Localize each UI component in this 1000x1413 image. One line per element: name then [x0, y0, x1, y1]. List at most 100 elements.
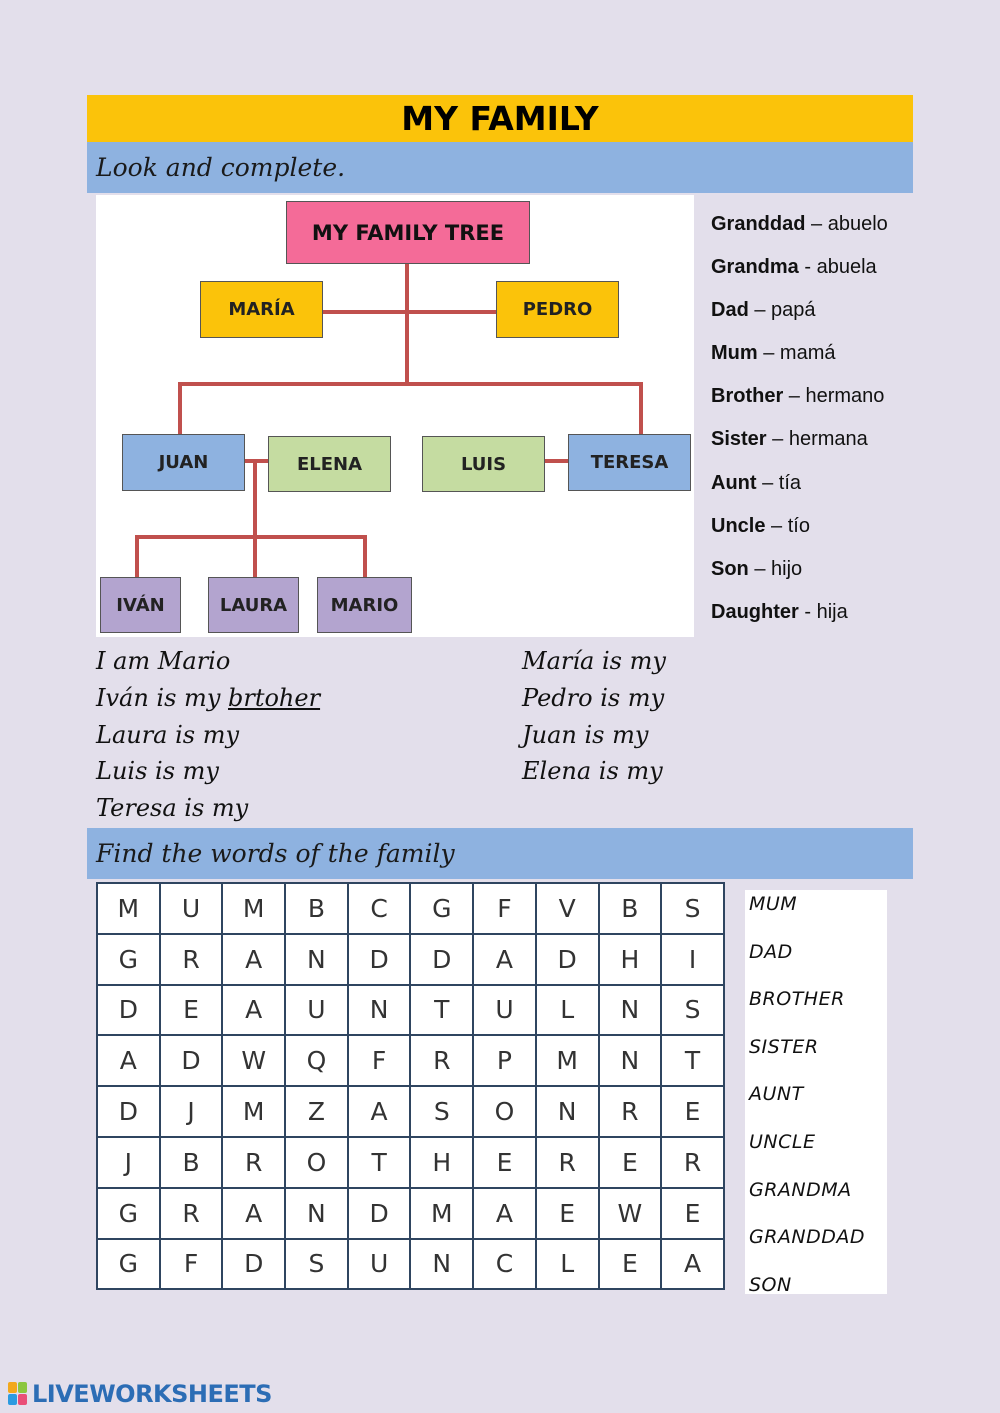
vocab-item: Dad – papá: [711, 299, 816, 322]
sentence: Laura is my: [96, 720, 240, 749]
grid-cell[interactable]: A: [221, 983, 287, 1037]
grid-cell[interactable]: D: [158, 1034, 224, 1088]
grid-cell[interactable]: D: [96, 983, 161, 1037]
grid-cell[interactable]: V: [534, 882, 600, 935]
grid-cell[interactable]: T: [346, 1135, 412, 1189]
grid-cell[interactable]: B: [284, 882, 349, 935]
grid-cell[interactable]: W: [597, 1186, 663, 1240]
grid-cell[interactable]: S: [660, 882, 725, 935]
grid-cell[interactable]: G: [96, 932, 161, 986]
word-list-item: BROTHER: [749, 988, 845, 1011]
vocab-item: Mum – mamá: [711, 342, 836, 365]
grid-cell[interactable]: U: [284, 983, 349, 1037]
grid-cell[interactable]: J: [96, 1135, 161, 1189]
grid-cell[interactable]: E: [158, 983, 224, 1037]
tree-node-pedro: PEDRO: [496, 281, 619, 338]
grid-cell[interactable]: G: [96, 1186, 161, 1240]
grid-cell[interactable]: G: [96, 1237, 161, 1291]
grid-cell[interactable]: A: [660, 1237, 725, 1291]
grid-cell[interactable]: L: [534, 983, 600, 1037]
grid-cell[interactable]: S: [409, 1085, 475, 1138]
grid-cell[interactable]: E: [472, 1135, 537, 1189]
grid-cell[interactable]: D: [96, 1085, 161, 1138]
grid-cell[interactable]: S: [284, 1237, 349, 1291]
grid-cell[interactable]: S: [660, 983, 725, 1037]
grid-cell[interactable]: A: [472, 932, 537, 986]
grid-cell[interactable]: B: [597, 882, 663, 935]
grid-cell[interactable]: R: [597, 1085, 663, 1138]
grid-cell[interactable]: U: [158, 882, 224, 935]
grid-cell[interactable]: N: [597, 1034, 663, 1088]
grid-cell[interactable]: D: [409, 932, 475, 986]
grid-cell[interactable]: I: [660, 932, 725, 986]
grid-cell[interactable]: E: [534, 1186, 600, 1240]
grid-cell[interactable]: Q: [284, 1034, 349, 1088]
grid-cell[interactable]: N: [284, 932, 349, 986]
grid-cell[interactable]: M: [409, 1186, 475, 1240]
grid-cell[interactable]: F: [472, 882, 537, 935]
grid-cell[interactable]: E: [660, 1186, 725, 1240]
grid-cell[interactable]: O: [284, 1135, 349, 1189]
sentence: María is my: [522, 647, 666, 675]
grid-cell[interactable]: L: [534, 1237, 600, 1291]
sentence: Luis is my: [96, 757, 219, 786]
grid-cell[interactable]: E: [597, 1135, 663, 1189]
grid-cell[interactable]: J: [158, 1085, 224, 1138]
liveworksheets-logo[interactable]: LIVEWORKSHEETS: [8, 1380, 272, 1408]
grid-cell[interactable]: Z: [284, 1085, 349, 1138]
grid-cell[interactable]: H: [597, 932, 663, 986]
grid-cell[interactable]: C: [472, 1237, 537, 1291]
grid-cell[interactable]: R: [660, 1135, 725, 1189]
answer-field[interactable]: brtoher: [228, 683, 321, 712]
grid-cell[interactable]: N: [597, 983, 663, 1037]
grid-cell[interactable]: U: [472, 983, 537, 1037]
grid-cell[interactable]: A: [346, 1085, 412, 1138]
grid-cell[interactable]: O: [472, 1085, 537, 1138]
grid-cell[interactable]: M: [221, 1085, 287, 1138]
grid-cell[interactable]: T: [660, 1034, 725, 1088]
grid-cell[interactable]: T: [409, 983, 475, 1037]
grid-cell[interactable]: B: [158, 1135, 224, 1189]
grid-cell[interactable]: W: [221, 1034, 287, 1088]
grid-cell[interactable]: R: [158, 932, 224, 986]
grid-cell[interactable]: F: [158, 1237, 224, 1291]
grid-cell[interactable]: N: [534, 1085, 600, 1138]
grid-cell[interactable]: A: [472, 1186, 537, 1240]
grid-cell[interactable]: D: [346, 1186, 412, 1240]
grid-cell[interactable]: M: [221, 882, 287, 935]
grid-cell[interactable]: A: [96, 1034, 161, 1088]
grid-cell[interactable]: P: [472, 1034, 537, 1088]
grid-cell[interactable]: R: [158, 1186, 224, 1240]
grid-cell[interactable]: A: [221, 932, 287, 986]
sentence: Teresa is my: [96, 794, 249, 823]
grid-cell[interactable]: M: [534, 1034, 600, 1088]
grid-cell[interactable]: U: [346, 1237, 412, 1291]
family-tree-connectors: [135, 264, 643, 577]
word-list-item: SON: [749, 1273, 792, 1296]
grid-cell[interactable]: F: [346, 1034, 412, 1088]
grid-cell[interactable]: A: [221, 1186, 287, 1240]
grid-cell[interactable]: E: [660, 1085, 725, 1138]
grid-cell[interactable]: R: [409, 1034, 475, 1088]
grid-cell[interactable]: D: [346, 932, 412, 986]
grid-cell[interactable]: M: [96, 882, 161, 935]
word-list: MUM DAD BROTHER SISTER AUNT UNCLE GRANDM…: [745, 890, 887, 1296]
grid-cell[interactable]: H: [409, 1135, 475, 1189]
grid-cell[interactable]: R: [534, 1135, 600, 1189]
grid-cell[interactable]: D: [221, 1237, 287, 1291]
grid-cell[interactable]: N: [346, 983, 412, 1037]
sentences-right: María is my Pedro is my Juan is my Elena…: [522, 643, 666, 790]
grid-cell[interactable]: C: [346, 882, 412, 935]
grid-cell[interactable]: R: [221, 1135, 287, 1189]
grid-cell[interactable]: N: [284, 1186, 349, 1240]
grid-cell[interactable]: E: [597, 1237, 663, 1291]
grid-cell[interactable]: G: [409, 882, 475, 935]
grid-cell[interactable]: N: [409, 1237, 475, 1291]
grid-cell[interactable]: D: [534, 932, 600, 986]
family-tree: MY FAMILY TREE MARÍA PEDRO JUAN ELENA LU…: [96, 195, 694, 637]
